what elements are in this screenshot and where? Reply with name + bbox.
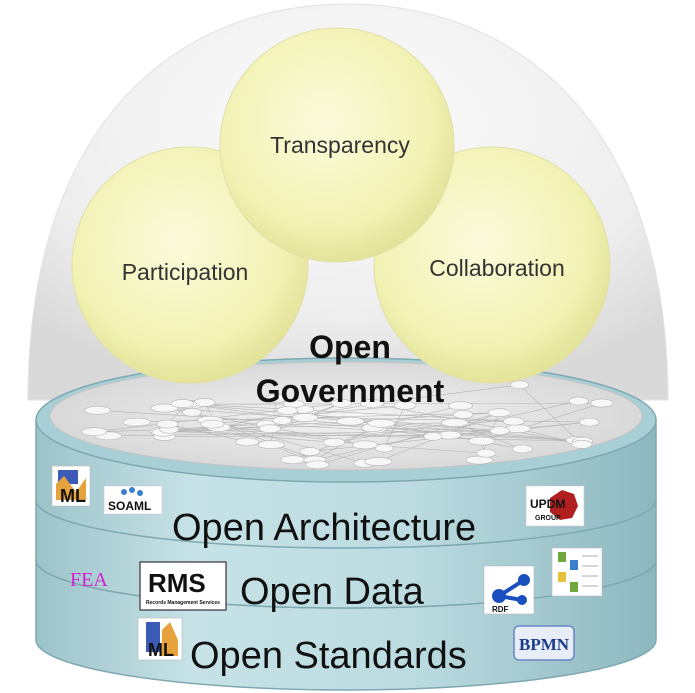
layer-label-architecture: Open Architecture — [172, 507, 476, 549]
sphere-collaboration-label: Collaboration — [429, 255, 565, 281]
network-node — [280, 455, 306, 465]
network-node — [122, 417, 151, 427]
title-line-1: Open — [309, 329, 391, 365]
updm-logo-text: UPDM — [530, 497, 565, 511]
layer-label-standards: Open Standards — [190, 635, 467, 677]
title-line-2: Government — [256, 373, 445, 409]
network-node — [299, 447, 321, 456]
network-node — [200, 419, 225, 429]
network-node — [364, 457, 393, 466]
bpmn-logo-icon: BPMN — [513, 625, 575, 661]
sphere-transparency: Transparency — [219, 27, 455, 263]
rms-logo-subtext: Records Management Services — [146, 600, 220, 606]
network-node — [359, 399, 385, 408]
fea-logo-icon: FEA — [70, 569, 108, 591]
network-edge — [317, 412, 500, 466]
network-node — [331, 399, 352, 408]
rdf-logo-text: RDF — [492, 605, 509, 614]
network-node — [487, 408, 511, 418]
network-edge — [372, 403, 582, 445]
network-node — [156, 419, 179, 429]
network-node — [336, 416, 365, 426]
svg-text:ML: ML — [60, 486, 86, 506]
network-edge — [265, 423, 583, 442]
network-edge — [454, 422, 523, 450]
network-node — [276, 406, 299, 415]
rms-logo-icon: RMS Records Management Services — [139, 561, 227, 611]
updm-logo-icon: UPDM GROUP — [525, 485, 585, 527]
network-node — [272, 416, 292, 425]
uml-logo-icon: ML — [51, 465, 91, 507]
bpmn-logo-text: BPMN — [519, 635, 570, 654]
network-node — [448, 401, 473, 410]
network-node — [571, 440, 593, 449]
network-edge — [97, 410, 578, 441]
network-node — [476, 448, 497, 458]
sphere-participation-label: Participation — [122, 259, 249, 285]
network-edge — [519, 384, 583, 445]
network-edge — [372, 427, 500, 432]
network-node — [150, 403, 179, 413]
network-node — [489, 426, 510, 436]
updm-logo-subtext: GROUP — [535, 515, 561, 522]
network-edge — [383, 405, 406, 449]
uml-logo-bottom-icon: ML — [137, 617, 183, 661]
soaml-logo-icon: SOAML — [103, 485, 163, 515]
network-node — [393, 401, 417, 410]
network-node — [84, 406, 112, 415]
fea-logo-text: FEA — [70, 569, 108, 591]
network-disc — [35, 357, 657, 483]
network-node — [509, 380, 529, 390]
network-node — [292, 413, 319, 422]
network-node — [264, 394, 288, 403]
metadata-chart-icon — [551, 547, 603, 597]
network-edge — [169, 428, 335, 443]
network-edge — [333, 422, 455, 443]
network-node — [511, 444, 533, 454]
network-node — [452, 410, 474, 419]
network-node — [374, 443, 394, 453]
network-edge — [372, 384, 520, 404]
network-node — [81, 427, 108, 436]
rdf-logo-icon: RDF — [483, 565, 535, 615]
network-edge — [136, 412, 500, 423]
sphere-transparency-label: Transparency — [270, 132, 410, 158]
network-node — [235, 437, 259, 447]
network-node — [590, 398, 614, 408]
network-node — [467, 436, 495, 446]
network-node — [503, 416, 525, 426]
network-node — [182, 407, 202, 417]
network-edge — [164, 407, 500, 432]
network-graph — [81, 380, 614, 470]
network-node — [568, 396, 589, 406]
network-node — [367, 418, 396, 428]
network-node — [423, 432, 443, 441]
network-node — [257, 440, 285, 449]
network-node — [170, 399, 195, 408]
network-node — [305, 460, 330, 470]
network-node — [322, 437, 346, 447]
network-node — [441, 418, 469, 428]
soaml-logo-text: SOAML — [108, 499, 151, 513]
layer-label-data: Open Data — [240, 571, 425, 613]
network-node — [351, 440, 378, 450]
svg-text:ML: ML — [148, 640, 174, 660]
network-node — [579, 417, 600, 427]
network-edge — [167, 423, 248, 443]
network-edge — [314, 400, 579, 461]
rms-logo-text: RMS — [148, 568, 206, 598]
network-node — [258, 424, 282, 433]
